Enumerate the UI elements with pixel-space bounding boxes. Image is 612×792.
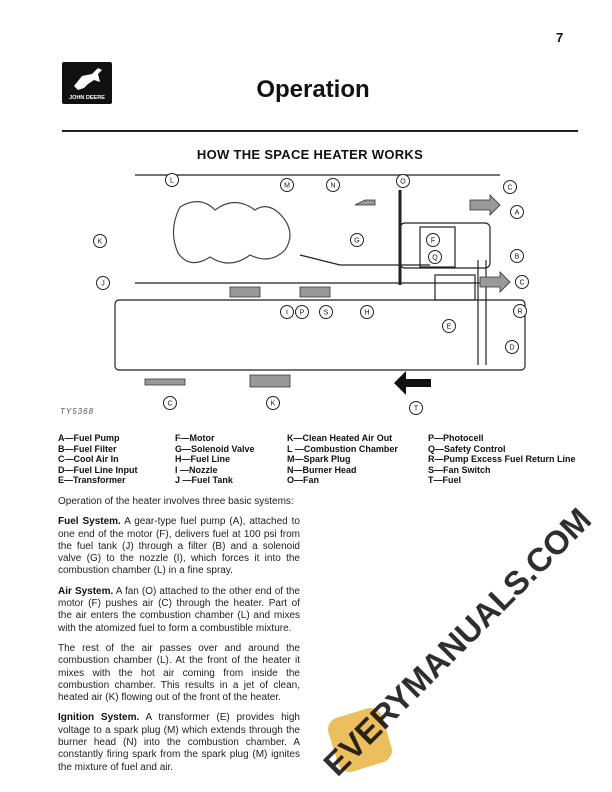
logo-brand: JOHN DEERE [69,95,105,101]
callout-circle [409,401,423,415]
callout-circle [396,174,410,188]
legend-item: D—Fuel Line Input [58,464,138,475]
callout-label-e: E [447,324,452,331]
callout-label-o: O [400,179,406,186]
space-heater-diagram: L M N O C A K G F Q B J C I P S H R E D C K T [93,173,529,415]
air-system-paragraph: Air System. A fan (O) attached to the ot… [58,586,300,635]
deer-icon [74,68,102,90]
legend-item: T—Fuel [428,475,461,486]
callout-circle [428,250,442,264]
legend-item: K—Clean Heated Air Out [287,433,393,443]
legend-item: E—Transformer [58,475,126,486]
air-system-text: A fan (O) attached to the other end of t… [58,585,300,634]
callout-label-l: L [170,178,174,185]
fuel-system-text: A gear-type fuel pump (A), attached to o… [58,516,300,577]
legend-item: I —Nozzle [175,464,218,475]
callout-label-d: D [509,345,514,352]
divider [62,130,578,132]
legend-item: L —Combustion Chamber [287,443,398,454]
callout-label-p: P [300,310,305,317]
legend-item: H—Fuel Line [175,454,231,465]
callout-label-f: F [431,238,435,245]
callout-circle [280,305,294,319]
callout-label-s: S [324,310,329,317]
callout-label-c: C [519,280,524,287]
air-rest-paragraph: The rest of the air passes over and arou… [58,642,300,704]
legend-column-3: K—Clean Heated Air Out L —Combustion Cha… [287,433,398,486]
callout-label-k: K [271,401,276,408]
callout-label-q: Q [432,255,438,262]
callout-circle [165,173,179,187]
callout-circle [96,276,110,290]
page-title: Operation [256,76,370,103]
callout-label-n: N [330,183,335,190]
callout-label-m: M [284,183,290,190]
legend-column-2: F—Motor G—Solenoid Valve H—Fuel Line I —… [175,433,255,486]
legend-item: M—Spark Plug [287,454,351,465]
callout-label-b: B [515,254,520,261]
fuel-system-paragraph: Fuel System. A gear-type fuel pump (A), … [58,516,300,577]
ignition-system-text: A transformer (E) provides high voltage … [58,712,300,773]
body-text: Operation of the heater involves three b… [58,496,300,782]
intro-paragraph: Operation of the heater involves three b… [58,496,294,507]
legend-item: F—Motor [175,433,215,443]
callout-label-g: G [354,238,359,245]
callout-circle [503,180,517,194]
callout-label-h: H [364,310,369,317]
legend-item: S—Fan Switch [428,464,491,475]
callout-label-t: T [414,406,419,413]
callout-label-j: J [101,281,105,288]
callout-circle [510,205,524,219]
callout-circle [426,233,440,247]
legend-item: N—Burner Head [287,464,357,475]
callout-label-r: R [517,309,522,316]
callout-circle [515,275,529,289]
figure-code: TY5368 [60,407,95,416]
legend-column-4: P—Photocell Q—Safety Control R—Pump Exce… [428,433,576,486]
callout-circle [280,178,294,192]
legend-item: J —Fuel Tank [175,475,233,486]
fuel-system-heading: Fuel System. [58,516,121,528]
callout-circle [513,304,527,318]
callout-label-c: C [167,401,172,408]
legend-item: B—Fuel Filter [58,443,117,454]
callout-circle [360,305,374,319]
air-system-heading: Air System. [58,585,114,597]
callout-label-i: I [286,310,288,317]
legend-item: P—Photocell [428,433,484,443]
callout-circle [163,396,177,410]
legend-item: R—Pump Excess Fuel Return Line [428,454,576,465]
legend-item: Q—Safety Control [428,443,506,454]
callout-label-c: C [507,185,512,192]
legend-item: A—Fuel Pump [58,433,120,443]
callout-circle [266,396,280,410]
watermark: EVERYMANUALS.COM [316,500,599,783]
page-number: 7 [556,30,564,45]
callout-label-k: K [98,239,103,246]
callout-circle [326,178,340,192]
callout-circle [350,233,364,247]
callout-label-a: A [515,210,520,217]
legend-item: G—Solenoid Valve [175,443,255,454]
callout-circle [510,249,524,263]
callout-circle [442,319,456,333]
john-deere-logo: JOHN DEERE [62,62,112,104]
callout-circle [505,340,519,354]
callout-circle [319,305,333,319]
ignition-system-paragraph: Ignition System. A transformer (E) provi… [58,712,300,773]
legend-item: O—Fan [287,475,320,486]
legend-item: C—Cool Air In [58,454,119,465]
ignition-system-heading: Ignition System. [58,712,140,724]
callout-circle [295,305,309,319]
legend-column-1: A—Fuel Pump B—Fuel Filter C—Cool Air In … [58,433,138,486]
section-title: HOW THE SPACE HEATER WORKS [196,147,424,162]
callout-circle [93,234,107,248]
